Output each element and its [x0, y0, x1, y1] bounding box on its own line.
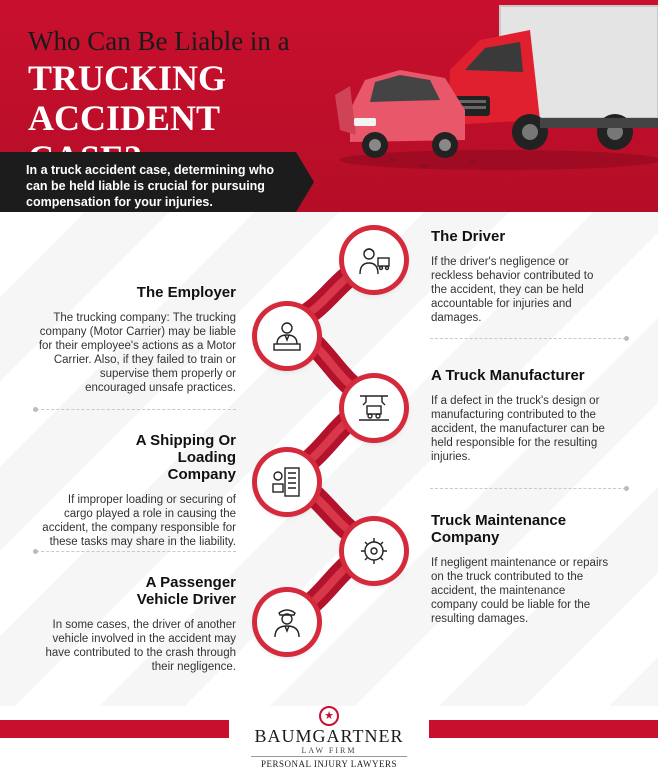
divider-dot	[624, 486, 629, 491]
manufacturer-text: If a defect in the truck's design or man…	[431, 395, 605, 463]
driver-icon-circle	[344, 230, 404, 290]
footer: ★ BAUMGARTNER LAW FIRM PERSONAL INJURY L…	[0, 706, 658, 768]
chauffeur-icon	[274, 609, 300, 638]
shipping-text: If improper loading or securing of cargo…	[42, 494, 236, 548]
warehouse-icon	[272, 467, 300, 497]
firm-name: BAUMGARTNER	[254, 726, 404, 746]
employer-card: The Employer The trucking company: The t…	[36, 284, 236, 395]
employer-title: The Employer	[136, 284, 236, 301]
employer-text: The trucking company: The trucking compa…	[38, 312, 236, 394]
divider-dot	[33, 407, 38, 412]
passenger-text: In some cases, the driver of another veh…	[45, 619, 236, 673]
firm-tagline: PERSONAL INJURY LAWYERS	[251, 756, 407, 768]
divider-dot	[33, 549, 38, 554]
manufacturer-card: A Truck Manufacturer If a defect in the …	[431, 367, 611, 464]
footer-bar-right	[429, 720, 658, 738]
truck-driver-icon	[359, 248, 390, 275]
divider-line	[36, 409, 236, 410]
driver-card: The Driver If the driver's negligence or…	[431, 228, 611, 325]
star-badge-icon: ★	[319, 706, 339, 726]
liability-section: The Driver If the driver's negligence or…	[0, 212, 658, 706]
firm-logo: ★ BAUMGARTNER LAW FIRM PERSONAL INJURY L…	[229, 706, 429, 768]
assembly-line-icon	[359, 395, 389, 421]
manufacturer-title: A Truck Manufacturer	[431, 367, 585, 384]
passenger-card: A Passenger Vehicle Driver In some cases…	[36, 574, 236, 674]
divider-dot	[624, 336, 629, 341]
passenger-title: A Passenger Vehicle Driver	[136, 574, 236, 608]
truck-crash-illustration	[335, 5, 658, 170]
shipping-title: A Shipping Or Loading Company	[135, 432, 236, 483]
maintenance-title: Truck Maintenance Company	[431, 512, 567, 546]
page-title-lead: Who Can Be Liable in a	[28, 26, 290, 56]
driver-text: If the driver's negligence or reckless b…	[431, 256, 594, 324]
footer-bar-left	[0, 720, 229, 738]
passenger-icon-circle	[257, 592, 317, 652]
driver-title: The Driver	[431, 228, 506, 245]
divider-line	[430, 338, 626, 339]
divider-line	[36, 551, 236, 552]
shipping-card: A Shipping Or Loading Company If imprope…	[36, 432, 236, 549]
maintenance-icon-circle	[344, 521, 404, 581]
firm-subtitle: LAW FIRM	[301, 746, 357, 755]
wrench-gear-icon	[361, 538, 387, 564]
intro-callout: In a truck accident case, determining wh…	[0, 152, 296, 212]
manufacturer-icon-circle	[344, 378, 404, 438]
intro-callout-arrow	[296, 152, 314, 212]
employer-icon-circle	[257, 306, 317, 366]
maintenance-text: If negligent maintenance or repairs on t…	[431, 557, 609, 625]
business-person-icon	[273, 322, 301, 351]
shipping-icon-circle	[257, 452, 317, 512]
divider-line	[430, 488, 626, 489]
maintenance-card: Truck Maintenance Company If negligent m…	[431, 512, 613, 626]
